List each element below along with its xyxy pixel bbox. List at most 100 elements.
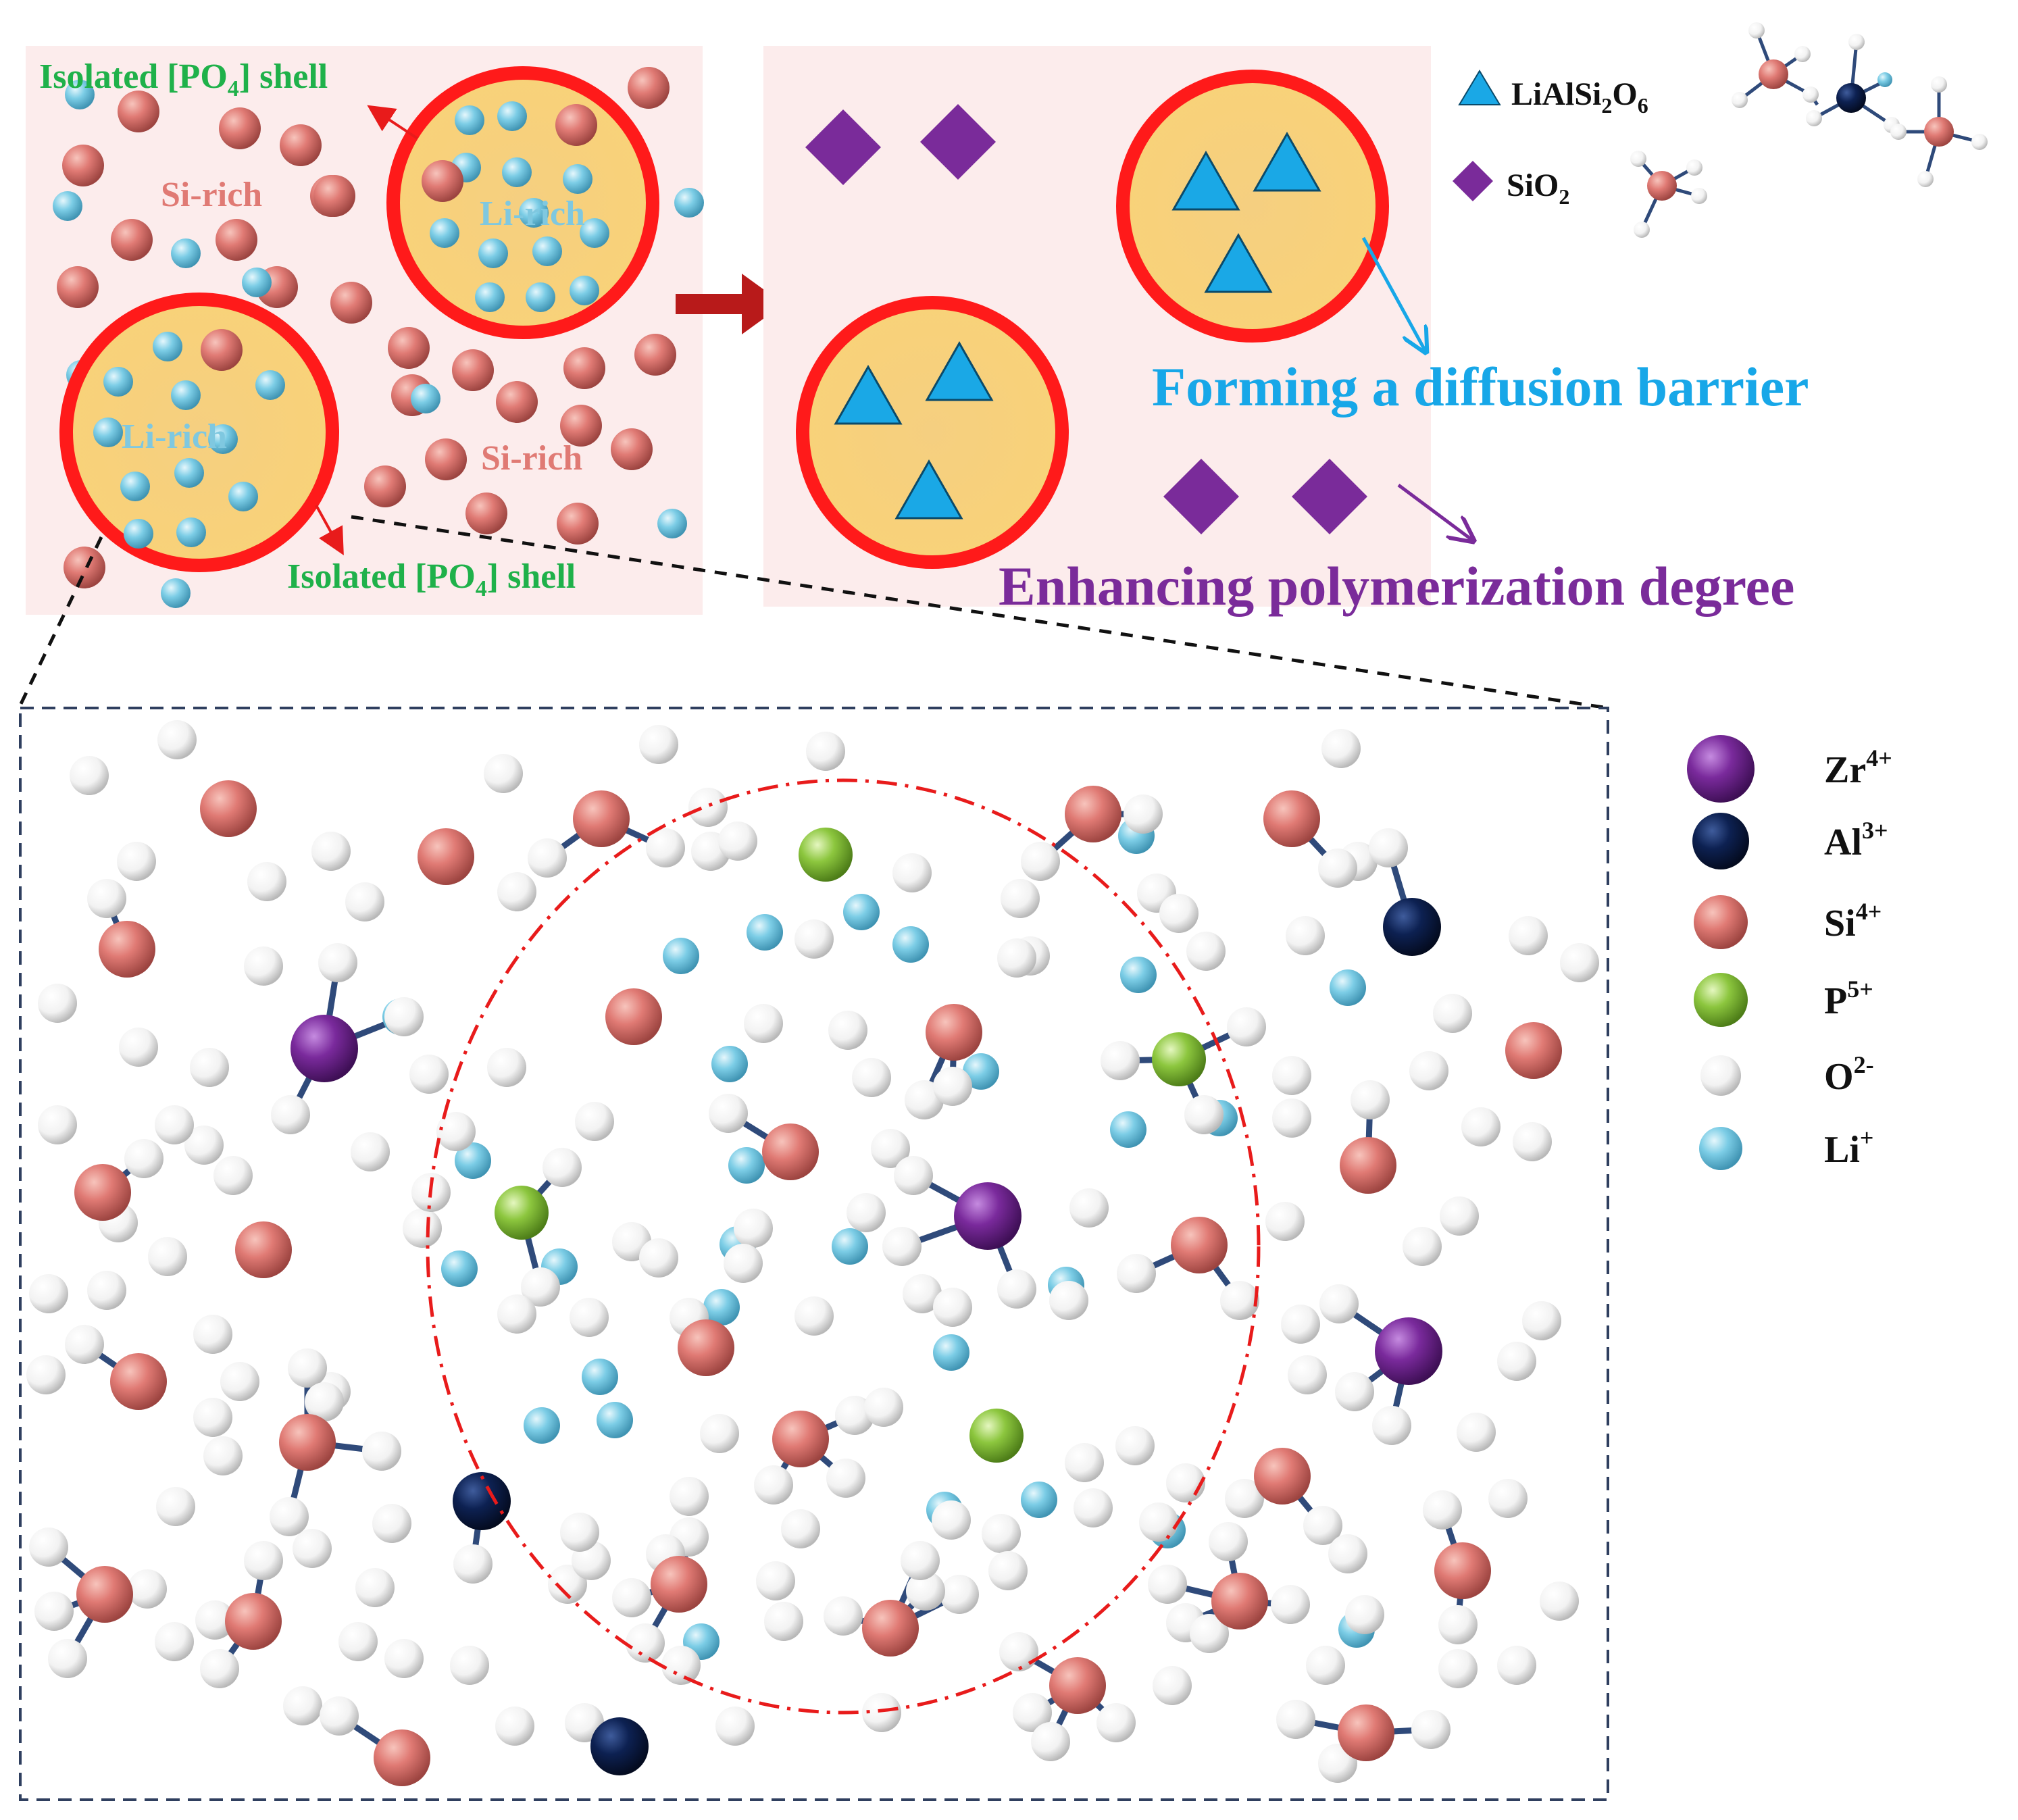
oxygen-atom — [1321, 729, 1361, 768]
li-ion — [228, 482, 258, 511]
si-atom — [110, 1353, 167, 1410]
oxygen-atom — [1423, 1490, 1462, 1530]
li-ion — [153, 332, 182, 361]
oxygen-atom — [1069, 1188, 1109, 1228]
oxygen-atom — [497, 872, 536, 911]
si-atom — [1434, 1542, 1491, 1599]
al-atom — [1383, 898, 1441, 956]
oxygen-atom — [311, 832, 351, 871]
polymer-arrow — [1397, 483, 1473, 540]
oxygen-atom — [1497, 1646, 1536, 1685]
li-rich-atoms — [93, 101, 609, 549]
oxygen-atom — [247, 862, 286, 901]
oxygen-atom — [688, 788, 728, 827]
scattered-atoms — [53, 67, 704, 608]
oxygen-atom — [670, 1477, 709, 1516]
oxygen-atom — [345, 882, 384, 921]
si-atom — [313, 175, 355, 217]
si-atom — [280, 124, 322, 166]
oxygen-atom — [1351, 1080, 1390, 1119]
li-ion — [171, 380, 201, 410]
li-ion — [255, 370, 285, 400]
li-ion — [570, 276, 599, 305]
sio2-diamonds — [805, 104, 1367, 534]
oxygen-atom — [1148, 1565, 1187, 1604]
oxygen-atom — [128, 1569, 167, 1609]
li-ion — [1877, 72, 1892, 87]
legend-label-o: O2- — [1824, 1051, 1874, 1098]
oxygen-atom — [87, 879, 126, 918]
oxygen-atom — [195, 1600, 234, 1640]
oxygen-atom — [29, 1527, 68, 1567]
oxygen-atom — [1440, 1196, 1479, 1236]
oxygen-atom — [1021, 842, 1060, 881]
si-atom — [118, 91, 159, 132]
zr-legend-icon — [1687, 735, 1755, 803]
molecule-icons — [1630, 22, 1988, 238]
si-atom — [555, 104, 597, 146]
li-ion — [103, 367, 133, 397]
oxygen-atom — [933, 1067, 972, 1106]
li-ion — [1110, 1111, 1146, 1148]
oxygen-atom — [575, 1102, 614, 1141]
oxygen-atom — [1306, 1646, 1345, 1685]
oxygen-atom — [1227, 1007, 1266, 1046]
oxygen-atom — [1265, 1202, 1305, 1241]
oxygen-atom — [1931, 76, 1947, 93]
p-atom — [799, 828, 853, 882]
oxygen-atom — [1806, 110, 1822, 126]
li-ion — [455, 105, 484, 135]
oxygen-atom — [384, 1639, 424, 1678]
oxygen-atom — [1403, 1227, 1442, 1266]
al-atom — [1836, 83, 1866, 113]
si-atom — [422, 160, 463, 202]
oxygen-atom — [744, 1004, 783, 1043]
oxygen-atom — [756, 1561, 795, 1600]
li-ion — [657, 509, 687, 538]
oxygen-atom — [1411, 1710, 1451, 1749]
li-ion — [843, 894, 880, 930]
oxygen-atom — [283, 1686, 322, 1725]
lialsi2o6-triangle — [925, 340, 994, 401]
p-atom — [1152, 1032, 1206, 1086]
si-atom — [418, 828, 474, 885]
si-atom — [1065, 786, 1121, 842]
oxygen-atom — [1522, 1301, 1561, 1340]
oxygen-atom — [1630, 151, 1646, 167]
oxygen-atom — [1513, 1122, 1552, 1161]
si-atom — [563, 347, 605, 389]
oxygen-atom — [1971, 134, 1988, 150]
oxygen-atom — [436, 1112, 476, 1151]
oxygen-atom — [982, 1514, 1021, 1553]
si-atom — [452, 349, 494, 391]
oxygen-atom — [1345, 1595, 1384, 1634]
oxygen-atom — [1272, 1098, 1311, 1138]
zr-atom — [954, 1182, 1021, 1250]
si-atom — [862, 1600, 919, 1657]
oxygen-atom — [1438, 1605, 1478, 1644]
oxygen-atom — [1220, 1281, 1259, 1320]
li-ion — [703, 1289, 740, 1325]
oxygen-atom — [528, 838, 567, 878]
oxygen-atom — [1190, 1614, 1229, 1653]
oxygen-atom — [1848, 34, 1865, 50]
oxygen-atom — [892, 853, 932, 892]
lialsi2o6-triangle — [834, 364, 903, 425]
si-atom — [111, 219, 153, 261]
oxygen-atom — [1117, 1254, 1156, 1293]
oxygen-atom — [1065, 1443, 1104, 1482]
oxygen-atom — [1276, 1700, 1315, 1739]
si-atom — [219, 107, 261, 149]
crystal-particle-right — [1116, 70, 1389, 343]
oxygen-atom — [724, 1244, 763, 1283]
li-ion — [963, 1053, 999, 1090]
si-atom — [1340, 1137, 1396, 1194]
oxygen-atom — [1101, 1041, 1140, 1080]
oxygen-atom — [271, 1095, 310, 1134]
oxygen-atom — [871, 1129, 910, 1168]
oxygen-atom — [906, 1571, 945, 1611]
oxygen-atom — [709, 1094, 748, 1133]
oxygen-atom — [495, 1707, 534, 1746]
oxygen-atom — [193, 1315, 232, 1354]
si-atom — [605, 988, 662, 1045]
